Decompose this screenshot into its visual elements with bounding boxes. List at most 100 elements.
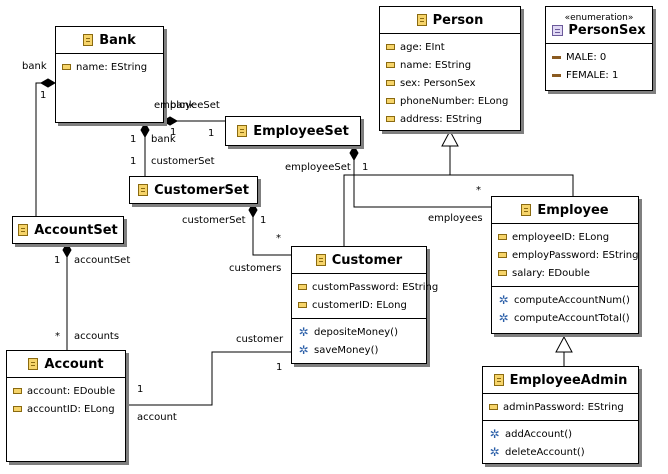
attribute-icon — [498, 252, 507, 258]
operation-gear-icon: ✲ — [298, 324, 309, 339]
role-label: customerSet — [182, 215, 246, 226]
attribute-icon — [386, 116, 395, 122]
customerset-customer-diamond — [248, 201, 258, 219]
attribute-icon — [13, 388, 22, 394]
class-employee[interactable]: Employee employeeID: ELong employPasswor… — [491, 196, 639, 334]
class-employee-attributes: employeeID: ELong employPassword: EStrin… — [492, 223, 638, 286]
operation-row: ✲deleteAccount() — [489, 443, 638, 461]
role-label: bank — [22, 61, 47, 72]
employeeset-employee-diamond — [349, 144, 359, 162]
role-label: account — [137, 412, 177, 423]
class-bank-attributes: name: EString — [56, 53, 163, 80]
attribute-text: age: EInt — [400, 41, 445, 53]
attribute-row: salary: EDouble — [498, 264, 638, 282]
class-employeeadmin-name: EmployeeAdmin — [509, 372, 628, 388]
attribute-icon — [386, 62, 395, 68]
bank-customerset-diamond — [140, 121, 150, 139]
class-account[interactable]: Account account: EDouble accountID: ELon… — [6, 350, 126, 462]
attribute-row: employPassword: EString — [498, 246, 638, 264]
operation-gear-icon: ✲ — [298, 342, 309, 357]
attribute-text: salary: EDouble — [512, 267, 590, 279]
class-bank-name: Bank — [99, 32, 136, 48]
attribute-row: sex: PersonSex — [386, 74, 520, 92]
attribute-icon — [386, 44, 395, 50]
class-bank[interactable]: Bank name: EString — [55, 26, 164, 123]
bank-accountset-association — [35, 82, 55, 217]
enum-personsex[interactable]: «enumeration» PersonSex MALE: 0 FEMALE: … — [545, 6, 653, 91]
literal-text: MALE: 0 — [566, 51, 607, 63]
class-employeeadmin[interactable]: EmployeeAdmin adminPassword: EString ✲ ad… — [482, 366, 639, 464]
enum-stereotype: «enumeration» — [564, 12, 634, 23]
class-icon — [521, 204, 532, 216]
employeeset-employee-association — [353, 146, 491, 208]
attribute-row: name: EString — [62, 58, 163, 76]
class-customerset[interactable]: CustomerSet — [129, 176, 258, 204]
class-icon — [18, 224, 29, 236]
class-icon — [28, 358, 39, 370]
attribute-text: address: EString — [400, 113, 482, 125]
attribute-row: age: EInt — [386, 38, 520, 56]
customer-account-association — [126, 351, 291, 406]
attribute-icon — [386, 98, 395, 104]
literal-icon — [552, 55, 561, 59]
class-icon — [416, 14, 427, 26]
class-employee-operations: ✲computeAccountNum() ✲computeAccountTota… — [492, 286, 638, 331]
accountset-account-diamond — [62, 241, 72, 259]
class-bank-header: Bank — [56, 27, 163, 53]
attribute-text: adminPassword: EString — [503, 401, 624, 413]
attribute-icon — [498, 270, 507, 276]
multiplicity-label: 1 — [170, 127, 177, 138]
operation-text: computeAccountNum() — [514, 294, 630, 306]
role-label: employeeSet — [154, 100, 220, 111]
multiplicity-label: 1 — [40, 90, 47, 101]
attribute-text: accountID: ELong — [27, 403, 115, 415]
class-icon — [83, 34, 94, 46]
class-customerset-name: CustomerSet — [154, 182, 249, 198]
multiplicity-label: * — [476, 185, 481, 196]
operation-text: addAccount() — [505, 428, 573, 440]
enum-personsex-header: «enumeration» PersonSex — [546, 7, 652, 43]
class-person[interactable]: Person age: EInt name: EString sex: Pers… — [379, 6, 521, 131]
multiplicity-label: 1 — [130, 156, 137, 167]
multiplicity-label: * — [55, 331, 60, 342]
class-icon — [138, 184, 149, 196]
attribute-text: account: EDouble — [27, 385, 116, 397]
class-employeeadmin-operations: ✲ addAccount() ✲deleteAccount() — [483, 420, 638, 465]
attribute-text: customerID: ELong — [312, 299, 407, 311]
role-label: customerSet — [151, 156, 215, 167]
class-account-name: Account — [44, 356, 104, 372]
attribute-row: adminPassword: EString — [489, 398, 638, 416]
role-label: bank — [170, 100, 195, 111]
role-label: employeeSet — [285, 162, 351, 173]
role-label: accountSet — [74, 255, 131, 266]
multiplicity-label: * — [276, 233, 281, 244]
role-label: accounts — [74, 331, 120, 342]
class-employeeset[interactable]: EmployeeSet — [225, 116, 361, 146]
class-person-header: Person — [380, 7, 520, 33]
attribute-icon — [489, 404, 498, 410]
attribute-text: phoneNumber: ELong — [400, 95, 509, 107]
attribute-icon — [13, 406, 22, 412]
operation-gear-icon: ✲ — [489, 426, 500, 441]
class-accountset[interactable]: AccountSet — [12, 216, 124, 244]
person-generalization-triangle — [441, 129, 459, 147]
class-customer[interactable]: Customer customPassword: EString custome… — [291, 246, 438, 364]
attribute-text: customPassword: EString — [312, 281, 439, 293]
class-icon — [315, 254, 326, 266]
enum-name-row: PersonSex — [552, 23, 646, 38]
operation-text: depositeMoney() — [314, 326, 398, 338]
operation-row: ✲ saveMoney() — [298, 341, 426, 359]
class-customer-name: Customer — [331, 252, 403, 268]
literal-text: FEMALE: 1 — [566, 69, 619, 81]
class-customer-operations: ✲ depositeMoney() ✲ saveMoney() — [292, 318, 426, 363]
enumeration-icon — [552, 24, 564, 36]
class-employeeset-header: EmployeeSet — [226, 117, 360, 145]
attribute-row: employeeID: ELong — [498, 228, 638, 246]
class-employeeadmin-header: EmployeeAdmin — [483, 367, 638, 393]
class-person-name: Person — [432, 12, 484, 28]
attribute-row: phoneNumber: ELong — [386, 92, 520, 110]
class-accountset-name: AccountSet — [34, 222, 118, 238]
attribute-text: sex: PersonSex — [400, 77, 476, 89]
operation-text: saveMoney() — [314, 344, 379, 356]
